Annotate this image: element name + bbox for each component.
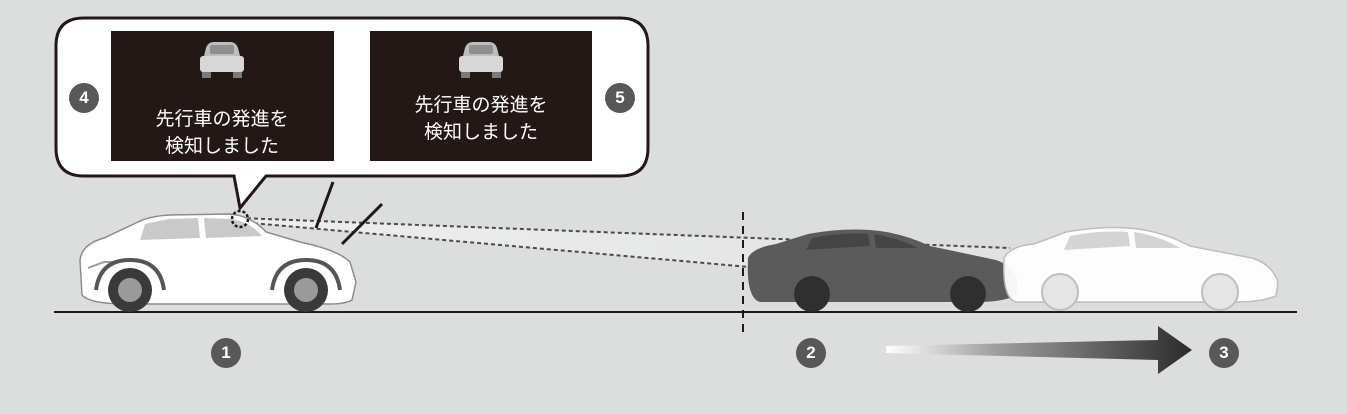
screen-right-line1: 先行車の発進を xyxy=(414,94,548,116)
badge-2-circle xyxy=(796,338,826,368)
badge-3: 3 xyxy=(1219,343,1229,362)
screen-right-text: 先行車の発進を 検知しました xyxy=(366,92,596,146)
camera-sensor-marker xyxy=(230,209,250,229)
badge-1-circle xyxy=(211,338,241,368)
badge-4-circle xyxy=(69,83,99,113)
badge-1: 1 xyxy=(221,343,231,362)
badge-4: 4 xyxy=(79,88,89,107)
screen-left-line2: 検知しました xyxy=(164,135,279,157)
movement-arrow xyxy=(886,326,1192,374)
badge-2: 2 xyxy=(806,343,816,362)
lead-vehicle-departed xyxy=(1003,226,1279,311)
badge-5: 5 xyxy=(615,88,625,107)
lead-vehicle-stopped xyxy=(747,229,1018,312)
badge-3-circle xyxy=(1209,338,1239,368)
own-vehicle xyxy=(79,213,357,312)
screen-right-line2: 検知しました xyxy=(423,121,538,143)
motion-line xyxy=(314,181,335,229)
motion-line xyxy=(340,202,384,246)
lead-car-icon xyxy=(200,42,244,78)
screen-left-text: 先行車の発進を 検知しました xyxy=(107,106,337,160)
lead-car-icon xyxy=(459,42,503,78)
screen-left-line1: 先行車の発進を xyxy=(155,108,289,130)
badge-5-circle xyxy=(605,83,635,113)
